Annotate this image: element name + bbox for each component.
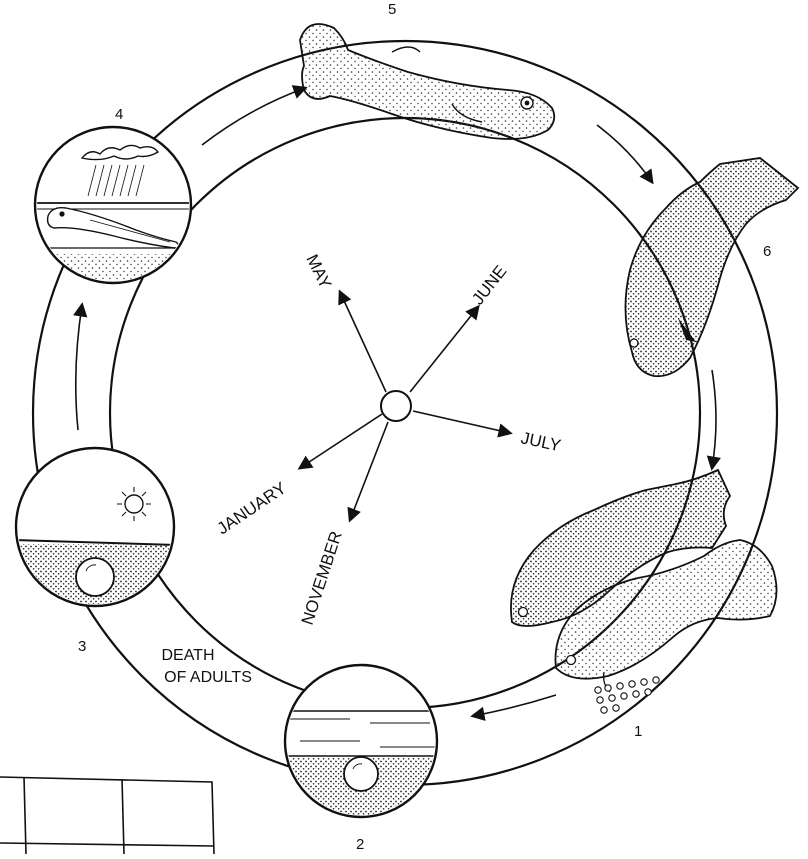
stage-number-1: 1 — [634, 723, 642, 740]
stage-3-vignette: 3 — [14, 448, 179, 655]
stage-2-vignette: 2 — [280, 665, 445, 853]
egg-icon — [76, 558, 114, 596]
cycle-arrow-6-adults — [712, 370, 716, 468]
cycle-arrow-5-6 — [597, 125, 652, 182]
cycle-arrow-3-4 — [76, 305, 82, 430]
stage-6-fish: 6 — [625, 158, 798, 376]
arrow-january — [300, 414, 382, 468]
compass-hub — [381, 391, 411, 421]
stage-number-4: 4 — [115, 106, 123, 123]
month-compass: MAY JUNE JULY NOVEMBER JANUARY — [214, 251, 563, 627]
month-label-june: JUNE — [468, 262, 510, 309]
month-label-july: JULY — [519, 428, 562, 455]
death-of-adults-line-2: OF ADULTS — [164, 669, 252, 686]
fish-icon — [625, 158, 798, 376]
stage-number-5: 5 — [388, 1, 396, 18]
month-label-january: JANUARY — [214, 478, 290, 538]
stage-4-vignette: 4 — [30, 106, 200, 294]
arrow-may — [340, 292, 386, 392]
month-label-may: MAY — [302, 251, 335, 291]
stage-number-2: 2 — [356, 836, 364, 853]
stage-number-6: 6 — [763, 243, 771, 260]
arrow-june — [410, 307, 478, 392]
arrow-july — [413, 411, 510, 433]
stage-number-3: 3 — [78, 638, 86, 655]
stage-5-fish: 5 — [300, 1, 554, 139]
cycle-arrow-4-5 — [202, 88, 305, 145]
month-label-november: NOVEMBER — [298, 529, 346, 627]
cycle-arrow-1-2 — [473, 695, 556, 716]
egg-icon — [344, 757, 378, 791]
death-of-adults-line-1: DEATH — [161, 647, 214, 664]
arrow-november — [350, 422, 388, 520]
grid-fragment — [0, 777, 214, 854]
